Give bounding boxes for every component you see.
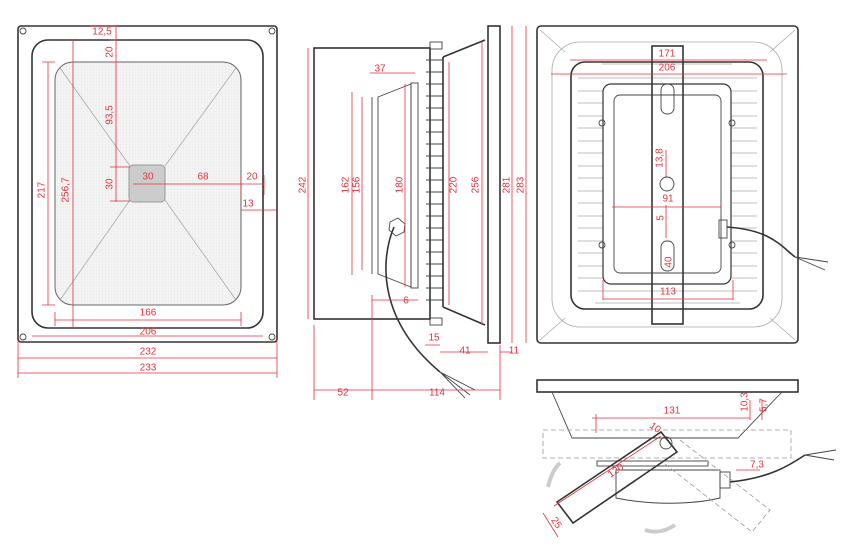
dim-label: 10,3: [740, 392, 751, 412]
dim-label: 217: [37, 181, 48, 198]
dim-label: 180: [395, 176, 406, 193]
bracket-base: [596, 460, 709, 467]
led-chip: [128, 164, 166, 203]
driver-box-bottom: [615, 469, 721, 504]
front-frame-bottom: [536, 379, 799, 393]
bracket-bolt: [429, 41, 443, 50]
dim-label: 120: [606, 462, 626, 481]
bracket-alt-position: [659, 439, 771, 533]
dim-label: 41: [459, 346, 471, 357]
dim-label: 233: [140, 363, 157, 374]
cable-wires: [804, 449, 837, 461]
cable-gland-bottom: [719, 471, 731, 489]
dim-label: 30: [105, 178, 116, 190]
mounting-bracket-back: [651, 45, 684, 325]
dim-label: 283: [516, 176, 527, 193]
cable: [385, 226, 441, 373]
dim-label: 68: [197, 172, 209, 183]
dim-label: 166: [140, 308, 157, 319]
dim-label: 162: [341, 176, 352, 193]
screw-icon: [19, 27, 276, 341]
front-frame-side: [487, 25, 501, 344]
dim-label: 206: [659, 63, 676, 74]
back-outer-frame: [536, 25, 799, 344]
cable-gland-back: [718, 219, 728, 239]
dim-label: 12,5: [92, 27, 112, 38]
dim-label: 15: [428, 333, 440, 344]
lens-diagonals: [59, 67, 237, 301]
heatsink-fins: [426, 59, 443, 301]
dim-label: 114: [429, 388, 445, 399]
bracket-hole: [659, 176, 675, 192]
dim-label: 206: [140, 327, 157, 338]
dim-label: 242: [298, 176, 309, 193]
dim-label: 256: [471, 176, 482, 193]
rotating-bracket: [555, 430, 679, 525]
dim-label: 11: [509, 346, 520, 357]
dim-label: 113: [660, 287, 676, 298]
dim-label: 5,7: [759, 398, 770, 412]
dim-label: 25: [548, 515, 564, 531]
dim-label: 93,5: [105, 105, 116, 125]
driver-plate: [410, 82, 419, 289]
rotation-arrow-icon: [546, 461, 562, 488]
dim-label: 52: [337, 388, 349, 399]
dim-label: 20: [105, 46, 116, 58]
dim-label: 281: [502, 176, 513, 193]
cable-bottom: [729, 454, 806, 483]
dim-label: 40: [664, 256, 675, 268]
dim-label: 171: [659, 49, 676, 60]
front-view: 12,5 20 93,5 30 30 68 20 13 217 256,7 16…: [17, 25, 278, 378]
back-taper-outline: [551, 41, 783, 328]
cable-wires: [794, 256, 829, 271]
side-view: 37 162 156 180 220 256 281 283 242 6 15 …: [298, 25, 527, 400]
dim-label: 156: [352, 176, 363, 193]
dim-label: 7,3: [750, 460, 764, 471]
dim-label: 30: [142, 172, 154, 183]
back-view: 171 206 13,8 91 5 40 113: [536, 25, 829, 344]
hidden-outline: [542, 429, 792, 459]
housing-taper-bottom: [551, 391, 783, 439]
cable-wires: [439, 371, 476, 399]
dim-label: 20: [246, 172, 258, 183]
cable-back: [726, 226, 796, 258]
bottom-view: 131 10,3 5,7 10 120 25 7,3: [536, 379, 837, 538]
driver-cover-inner: [613, 94, 722, 274]
dim-label: 91: [662, 194, 674, 205]
dim-label: 13,8: [655, 148, 666, 168]
bracket-bolt: [429, 317, 443, 326]
dim-label: 10: [647, 420, 663, 436]
housing-taper: [442, 39, 486, 326]
dim-label: 37: [374, 64, 386, 75]
cable-gland: [388, 217, 406, 237]
dim-label: 13: [242, 199, 254, 210]
rotation-arrow-icon: [644, 523, 677, 534]
heatsink-body: [570, 61, 764, 310]
bracket-slot-bottom: [660, 240, 675, 272]
front-outer-frame: [17, 25, 278, 343]
dim-label: 220: [449, 176, 460, 193]
dim-label: 256,7: [61, 177, 72, 202]
dim-label: 232: [140, 347, 157, 358]
dim-label: 6: [403, 296, 409, 307]
dim-label: 131: [664, 406, 681, 417]
screw-icon: [598, 119, 736, 249]
dim-label: 5: [656, 215, 667, 221]
bracket-slot-top: [660, 83, 675, 115]
